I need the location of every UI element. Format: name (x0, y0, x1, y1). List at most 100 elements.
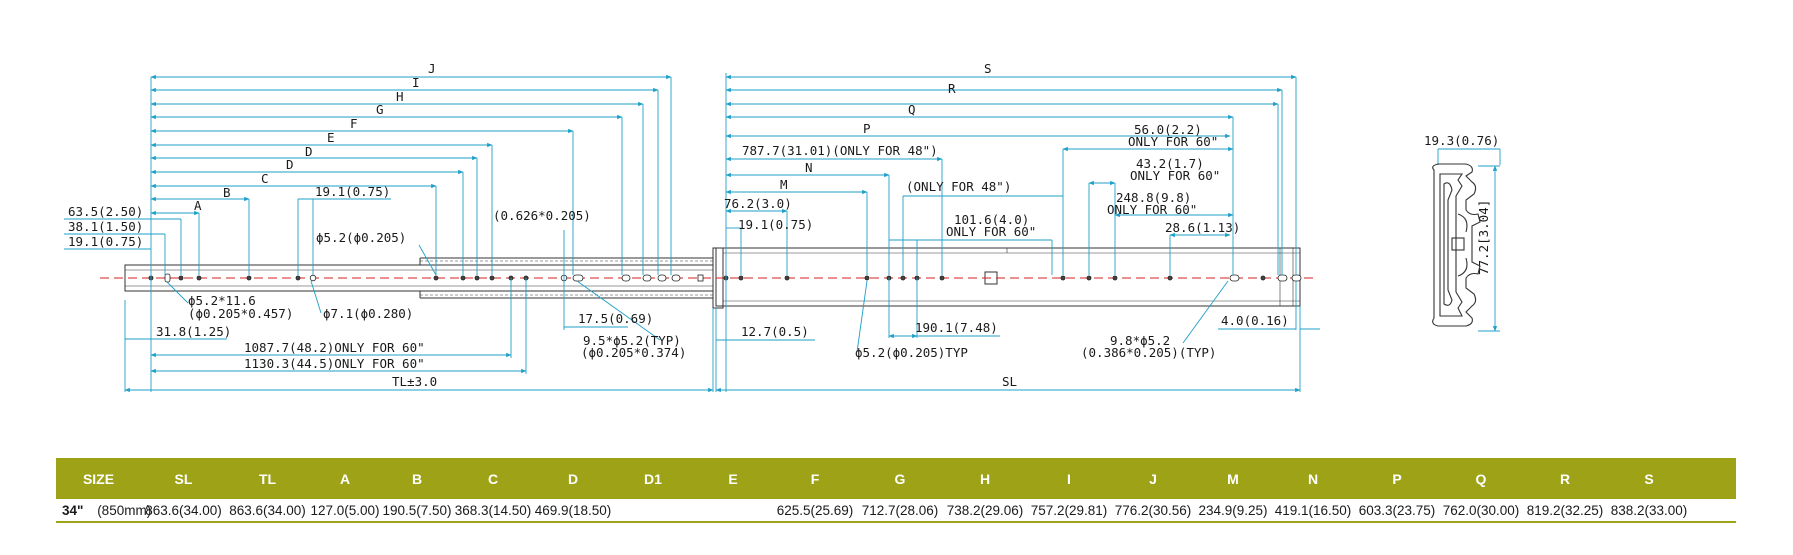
slide-technical-drawing: J I H G F E D D C B A 63.5(2.50) 38.1(1.… (64, 61, 1501, 393)
dim-101-b: ONLY FOR 60" (946, 224, 1036, 239)
dim-38-1: 38.1(1.50) (68, 219, 143, 234)
dim-77-2: 77.2[3.04] (1476, 200, 1491, 275)
cross-section-profile: 19.3(0.76) 77.2[3.04] (1424, 133, 1501, 332)
row-i: 757.2(29.81) (1030, 502, 1108, 518)
dim-J: J (428, 61, 436, 76)
dim-12-7: 12.7(0.5) (741, 324, 809, 339)
dim-E: E (327, 130, 335, 145)
spec-table-header: SIZE SL TL A B C D D1 E F G H I J M N P … (56, 458, 1736, 499)
row-sl: 863.6(34.00) (145, 502, 222, 518)
row-q: 762.0(30.00) (1442, 502, 1520, 518)
dim-A: A (194, 198, 202, 213)
dim-M: M (780, 177, 788, 192)
dim-4-0: 4.0(0.16) (1221, 313, 1289, 328)
row-r: 819.2(32.25) (1526, 502, 1604, 518)
dim-H: H (396, 89, 404, 104)
row-c: 368.3(14.50) (454, 502, 532, 518)
row-b: 190.5(7.50) (382, 502, 452, 518)
dim-1087: 1087.7(48.2)ONLY FOR 60" (244, 340, 425, 355)
dim-19-3: 19.3(0.76) (1424, 133, 1499, 148)
dim-43-a: 43.2(1.7) (1136, 156, 1204, 171)
row-size-mm: (850mm) (97, 502, 152, 518)
labels-left: J I H G F E D D C B A 63.5(2.50) 38.1(1.… (68, 61, 686, 389)
dim-63-5: 63.5(2.50) (68, 204, 143, 219)
slot95-label-b: (ϕ0.205*0.374) (581, 345, 686, 360)
header-size: SIZE (82, 470, 115, 487)
dim-TL: TL±3.0 (392, 374, 437, 389)
dim-N: N (805, 160, 813, 175)
dim-56-a: 56.0(2.2) (1134, 122, 1202, 137)
dim-787: 787.7(31.01)(ONLY FOR 48") (742, 143, 938, 158)
dim-17-5: 17.5(0.69) (578, 311, 653, 326)
dim-Q: Q (908, 102, 916, 117)
row-p: 603.3(23.75) (1358, 502, 1436, 518)
spec-table: SIZE SL TL A B C D D1 E F G H I J M N P … (56, 458, 1736, 523)
header-n: N (1307, 470, 1319, 487)
row-j: 776.2(30.56) (1114, 502, 1192, 518)
header-sl: SL (174, 470, 193, 487)
dim-248-b: ONLY FOR 60" (1107, 202, 1197, 217)
row-n: 419.1(16.50) (1274, 502, 1352, 518)
dim-G: G (376, 102, 384, 117)
dim-P: P (863, 121, 871, 136)
dim-56-b: ONLY FOR 60" (1128, 134, 1218, 149)
row-m: 234.9(9.25) (1198, 502, 1268, 518)
dim-101-a: 101.6(4.0) (954, 212, 1029, 227)
dim-SL: SL (1002, 374, 1017, 389)
row-size: 34" (62, 502, 84, 518)
slide-left-body (124, 247, 724, 309)
dim-248-a: 248.8(9.8) (1116, 190, 1191, 205)
row-g: 712.7(28.06) (861, 502, 939, 518)
dimension-lines-left (64, 74, 714, 393)
profile-outline (1432, 163, 1481, 327)
dim-19-1-left: 19.1(0.75) (68, 234, 143, 249)
labels-right: S R Q P 787.7(31.01)(ONLY FOR 48") N (ON… (724, 61, 1289, 389)
slot-label-a: ϕ5.2*11.6 (188, 293, 256, 308)
dim-D2: D (286, 157, 294, 172)
header-j: J (1149, 470, 1157, 487)
hole-52-typ-label: ϕ5.2(ϕ0.205)TYP (855, 345, 968, 360)
dim-C: C (261, 171, 269, 186)
slot98-label-a: 9.8*ϕ5.2 (1110, 333, 1170, 348)
dim-0626: (0.626*0.205) (493, 208, 591, 223)
row-h: 738.2(29.06) (946, 502, 1024, 518)
row-d: 469.9(18.50) (534, 502, 612, 518)
dim-31-8: 31.8(1.25) (156, 324, 231, 339)
row-size-cell: 34" (850mm) (56, 502, 151, 518)
row-s: 838.2(33.00) (1610, 502, 1688, 518)
row-a: 127.0(5.00) (310, 502, 380, 518)
header-c: C (487, 470, 499, 487)
dim-190: 190.1(7.48) (915, 320, 998, 335)
dim-S: S (984, 61, 992, 76)
header-i: I (1067, 470, 1071, 487)
header-e: E (728, 470, 738, 487)
header-a: A (339, 470, 351, 487)
dim-D1: D (305, 144, 313, 159)
header-tl: TL (258, 470, 277, 487)
dimension-lines-right (715, 73, 1320, 393)
row-f: 625.5(25.69) (776, 502, 854, 518)
dim-19-1-right: 19.1(0.75) (738, 217, 813, 232)
dim-I: I (412, 75, 420, 90)
dim-28-6: 28.6(1.13) (1165, 220, 1240, 235)
dim-F: F (350, 116, 358, 131)
row-tl: 863.6(34.00) (229, 502, 306, 518)
slot98-label-b: (0.386*0.205)(TYP) (1081, 345, 1216, 360)
header-r: R (1559, 470, 1571, 487)
dim-19-1-mid: 19.1(0.75) (315, 184, 390, 199)
dim-43-b: ONLY FOR 60" (1130, 168, 1220, 183)
header-m: M (1227, 470, 1239, 487)
dim-B: B (223, 185, 231, 200)
header-g: G (894, 470, 906, 487)
hole-52-label: ϕ5.2(ϕ0.205) (316, 230, 406, 245)
slot-label-b: (ϕ0.205*0.457) (188, 306, 293, 321)
table-row: 34" (850mm) 863.6(34.00) 863.6(34.00) 12… (56, 499, 1736, 523)
header-f: F (810, 470, 820, 487)
dim-R: R (948, 81, 956, 96)
slide-right-body (715, 247, 1301, 307)
slot95-label-a: 9.5*ϕ5.2(TYP) (583, 333, 681, 348)
header-q: Q (1475, 470, 1487, 487)
header-s: S (1644, 470, 1654, 487)
header-d1: D1 (644, 470, 662, 487)
dim-76-2: 76.2(3.0) (724, 196, 792, 211)
